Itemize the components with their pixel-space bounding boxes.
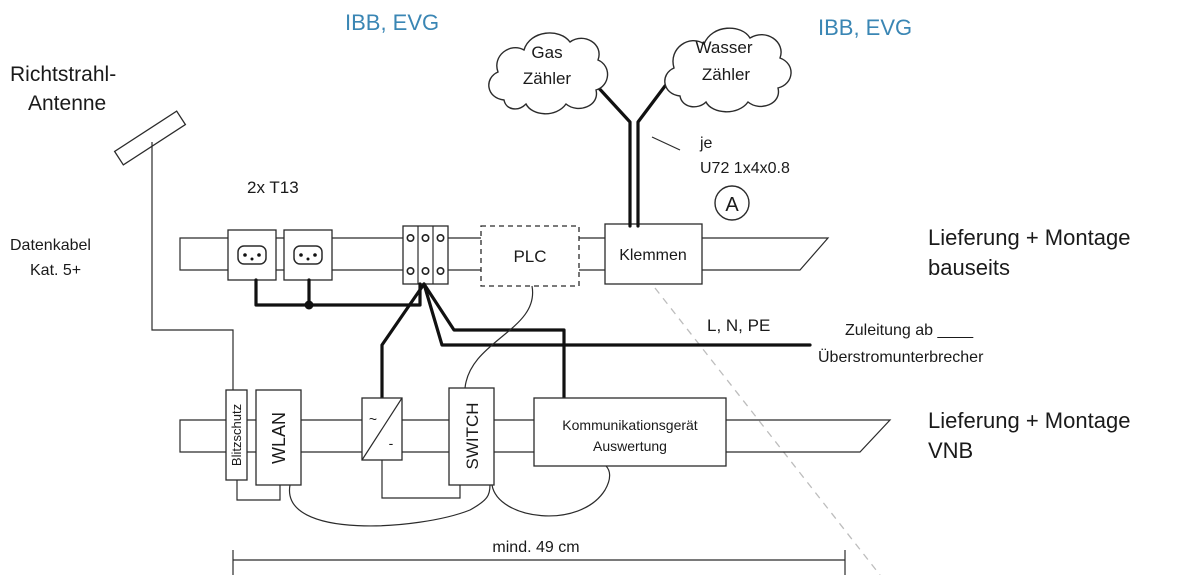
water-label-2: Zähler [702, 65, 751, 84]
water-cable [636, 84, 667, 228]
feed-label-1: Zuleitung ab ____ [845, 322, 974, 339]
cable-switch-comm [491, 465, 611, 517]
terminal-block [402, 225, 449, 285]
gas-meter-cloud: Gas Zähler [488, 32, 609, 115]
cable-blitz-wlan [236, 480, 281, 501]
klemmen-label: Klemmen [619, 247, 687, 264]
dimension-label: mind. 49 cm [492, 539, 579, 556]
socket-1-icon [237, 245, 267, 265]
cable-plc-switch [464, 285, 534, 389]
socket-2-icon [293, 245, 323, 265]
cable-note-2: U72 1x4x0.8 [700, 160, 790, 177]
plc-box [480, 225, 580, 287]
gas-cable [594, 83, 632, 228]
antenna-label-1: Richtstrahl- [10, 63, 116, 86]
delivery-top-2: bauseits [928, 255, 1010, 280]
comm-label-1: Kommunikationsgerät [562, 417, 698, 433]
marker-a-label: A [725, 194, 739, 216]
gas-label-1: Gas [531, 43, 562, 62]
diagonal-guide-line [654, 287, 881, 575]
datacable-label-2: Kat. 5+ [30, 262, 81, 279]
converter-dc: - [389, 435, 394, 451]
wlan-label: WLAN [269, 412, 289, 464]
junction-dot [304, 300, 314, 310]
delivery-top-1: Lieferung + Montage [928, 225, 1130, 250]
switch-box [448, 387, 495, 486]
cable-converter-switch [381, 460, 461, 499]
marker-a-circle [714, 185, 750, 221]
comm-label-2: Auswertung [593, 438, 667, 454]
converter-ac: ~ [369, 411, 377, 427]
blitzschutz-label: Blitzschutz [229, 404, 244, 466]
delivery-bottom-2: VNB [928, 438, 973, 463]
ibb-label-right: IBB, EVG [818, 15, 912, 40]
converter-diagonal [361, 397, 403, 461]
cable-wlan-switch [289, 484, 491, 527]
socket-t13-2 [283, 229, 333, 281]
socket-wire [254, 278, 422, 307]
wire-to-converter [380, 282, 426, 400]
t13-label: 2x T13 [247, 178, 299, 197]
water-meter-cloud: Wasser Zähler [664, 27, 792, 113]
antenna-label-2: Antenne [28, 92, 106, 115]
datacable-label-1: Datenkabel [10, 237, 91, 254]
lnpe-label: L, N, PE [707, 316, 770, 335]
delivery-bottom-1: Lieferung + Montage [928, 408, 1130, 433]
comm-device-box [533, 397, 727, 467]
antenna-icon [113, 110, 187, 166]
plc-label: PLC [513, 247, 546, 266]
gas-label-2: Zähler [523, 69, 572, 88]
wire-to-comm [422, 282, 566, 400]
ibb-label-left: IBB, EVG [345, 10, 439, 35]
wlan-box [255, 389, 302, 486]
feed-label-2: Überstromunterbrecher [818, 348, 984, 366]
cable-note-1: je [699, 135, 713, 152]
socket-t13-1 [227, 229, 277, 281]
feed-line [422, 282, 812, 347]
cable-note-pointer [651, 136, 681, 151]
switch-label: SWITCH [463, 402, 482, 469]
water-label-1: Wasser [696, 38, 753, 57]
datacable-line [151, 142, 234, 390]
klemmen-box [604, 223, 703, 285]
